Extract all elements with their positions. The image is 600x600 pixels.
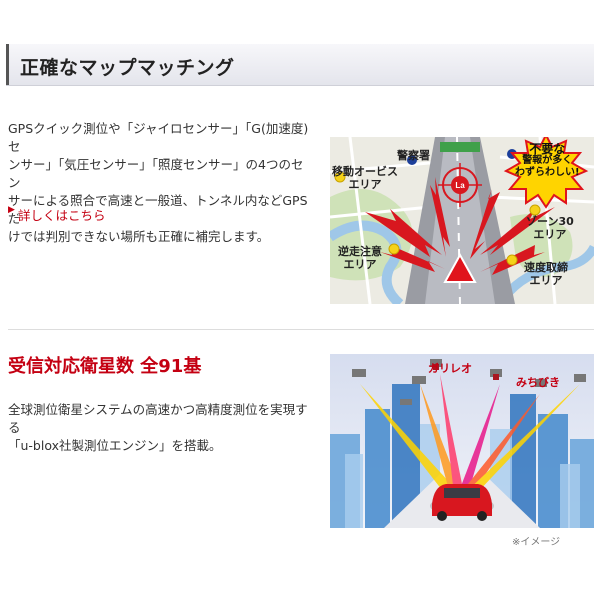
- details-link[interactable]: 詳しくはこちら: [18, 208, 106, 223]
- burst-label: 不要な 警報が多く わずらわしい!: [515, 142, 580, 178]
- police-marker: [407, 155, 417, 165]
- section-title-map-matching: 正確なマップマッチング: [20, 57, 235, 79]
- image-caption: ※イメージ: [512, 537, 561, 548]
- section-header-bar: [6, 44, 594, 86]
- marker: [529, 204, 541, 216]
- sign-label: La: [455, 181, 465, 190]
- paragraph-line: ンサー」「気圧センサー」「照度センサー」の4つのセン: [8, 157, 304, 190]
- marker: [388, 243, 400, 255]
- paragraph-line: GPSクイック測位や「ジャイロセンサー」「G(加速度)セ: [8, 121, 309, 154]
- section-divider: [8, 329, 594, 330]
- police-label: 警察署: [397, 149, 430, 162]
- michibiki-label: みちびき: [516, 376, 560, 389]
- zone30-label: ゾーン30 エリア: [526, 215, 574, 241]
- map-matching-illustration: La 警察署 移動オービス エリア 逆走注意 エリア ゾーン30 エリア 速度取…: [330, 137, 594, 304]
- arrow-right-icon[interactable]: ▶: [8, 205, 15, 215]
- paragraph-line: 「u-blox社製測位エンジン」を搭載。: [8, 438, 222, 453]
- paragraph-line: けでは判別できない場所も正確に補完します。: [8, 229, 270, 244]
- marker: [334, 171, 346, 183]
- satellite-illustration-svg: [330, 354, 594, 528]
- speed-trap-label: 速度取締 エリア: [524, 261, 568, 287]
- wrong-way-label: 逆走注意 エリア: [338, 245, 382, 271]
- satellite-description: 全球測位衛星システムの高速かつ高精度測位を実現する 「u-blox社製測位エンジ…: [8, 401, 313, 455]
- map-matching-description: GPSクイック測位や「ジャイロセンサー」「G(加速度)セ ンサー」「気圧センサー…: [8, 120, 313, 246]
- satellite-illustration: ガリレオ みちびき: [330, 354, 594, 528]
- orbis-label: 移動オービス エリア: [332, 165, 398, 191]
- section-title-satellites: 受信対応衛星数 全91基: [8, 356, 202, 377]
- map-illustration-svg: La: [330, 137, 594, 304]
- paragraph-line: 全球測位衛星システムの高速かつ高精度測位を実現する: [8, 402, 308, 435]
- paragraph-line: サーによる照合で高速と一般道、トンネル内などGPSだ: [8, 193, 308, 226]
- marker: [506, 254, 518, 266]
- galileo-label: ガリレオ: [428, 362, 472, 375]
